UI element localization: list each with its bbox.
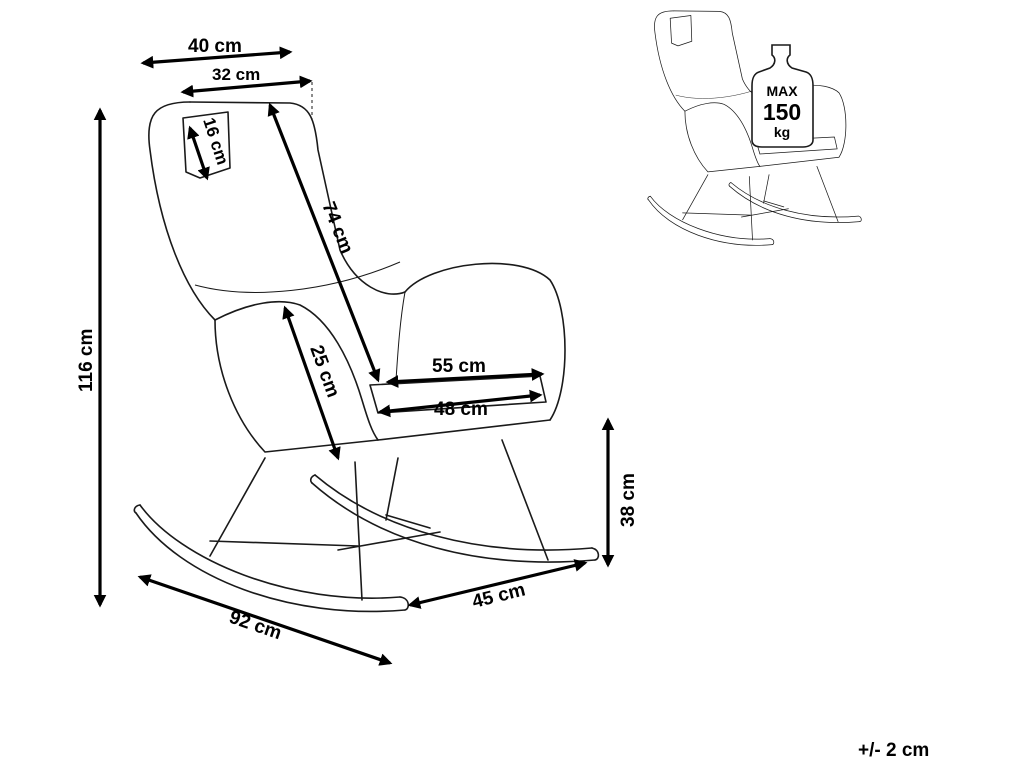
seat-depth-label: 48 cm [434,399,488,420]
main-chair-drawing [133,101,600,613]
max-unit: kg [774,124,790,140]
width-headrest-arrow [180,75,313,98]
seat-width-arrow [385,368,545,388]
width-headrest-label: 32 cm [212,65,260,84]
seat-width-label: 55 cm [432,356,486,377]
headrest-height-label: 16 cm [199,115,232,167]
seat-to-rocker-arrow [407,559,588,609]
max-value: 150 [763,99,801,125]
total-depth-arrow [137,574,393,666]
armrest-height-label: 25 cm [305,343,343,401]
headrest-height-arrow [187,125,210,181]
backrest-height-arrow [267,102,381,383]
seat-height-label: 38 cm [618,473,639,527]
weight-bottle-icon: MAX 150 kg [751,44,814,148]
armrest-height-arrow [282,305,341,461]
total-height-label: 116 cm [76,329,97,392]
seat-to-rocker-label: 45 cm [470,579,527,612]
max-label: MAX [766,83,798,99]
tolerance-note: +/- 2 cm [858,740,930,761]
width-outer-arrow [140,46,293,69]
total-depth-label: 92 cm [226,607,284,644]
seat-depth-arrow [377,389,543,418]
backrest-height-label: 74 cm [317,199,357,257]
width-outer-label: 40 cm [188,36,242,57]
